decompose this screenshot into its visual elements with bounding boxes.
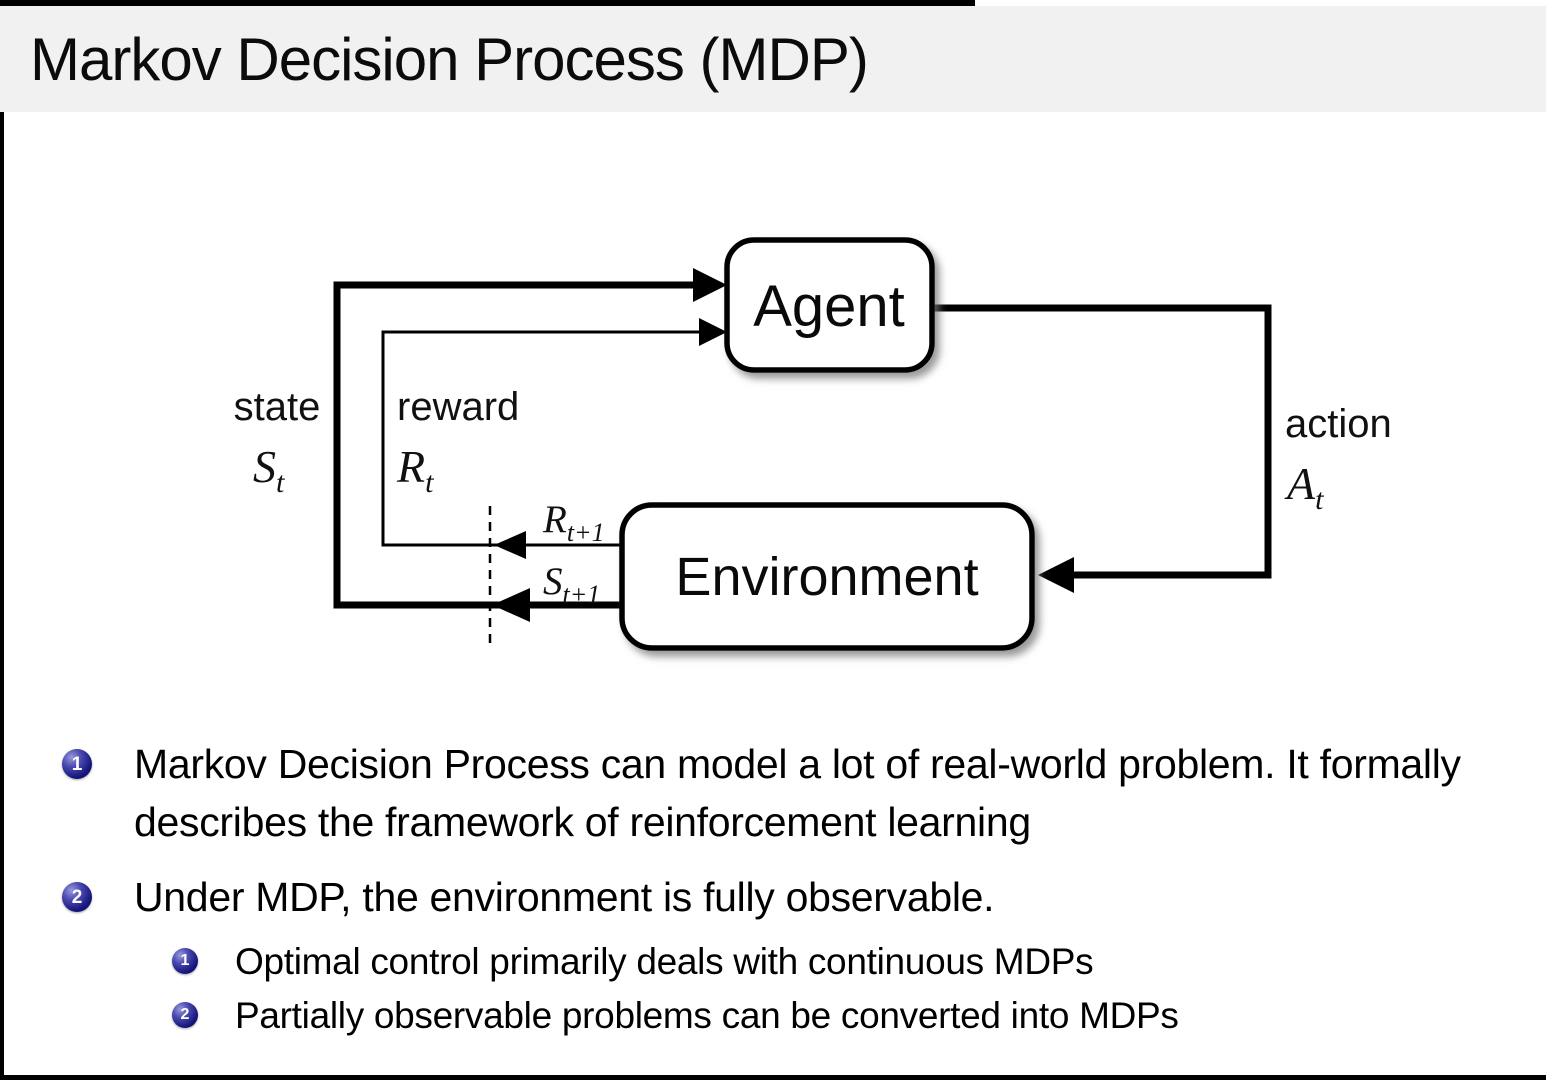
bullet-text-1: Markov Decision Process can model a lot …	[134, 741, 1461, 845]
action-loop-line	[932, 304, 1272, 579]
reward-arrowhead-into-agent-icon	[699, 318, 727, 346]
state-arrowhead-into-agent-icon	[693, 268, 727, 302]
sub-bullet-list: 1 Optimal control primarily deals with c…	[172, 935, 1512, 1043]
reward-symbol: Rt	[396, 441, 434, 499]
list-item: 2 Under MDP, the environment is fully ob…	[62, 868, 1512, 926]
next-reward-arrowhead-icon	[494, 531, 526, 559]
next-state-symbol: St+1	[543, 560, 600, 609]
next-state-arrowhead-icon	[492, 588, 530, 622]
list-item: 1 Markov Decision Process can model a lo…	[62, 735, 1512, 851]
agent-box-label: Agent	[753, 274, 905, 339]
reward-label: reward	[397, 385, 519, 429]
sub-bullet-text-1: Optimal control primarily deals with con…	[235, 941, 1094, 982]
environment-box-label: Environment	[675, 547, 978, 607]
sub-bullet-text-2: Partially observable problems can be con…	[235, 995, 1179, 1036]
bullet-text-2: Under MDP, the environment is fully obse…	[134, 874, 995, 920]
bullet-ball-1: 1	[62, 749, 92, 779]
action-symbol: At	[1284, 458, 1324, 516]
environment-box	[619, 502, 1035, 651]
bullet-ball-2: 2	[62, 882, 92, 912]
sub-bullet-ball-1: 1	[172, 948, 198, 974]
top-black-edge	[0, 0, 975, 6]
page-title: Markov Decision Process (MDP)	[30, 25, 869, 93]
left-black-edge	[0, 0, 4, 1080]
state-label: state	[234, 385, 321, 429]
next-reward-symbol: Rt+1	[542, 498, 605, 547]
bullet-list: 1 Markov Decision Process can model a lo…	[62, 735, 1512, 1043]
state-loop-line	[333, 281, 710, 609]
title-bar: Markov Decision Process (MDP)	[0, 6, 1546, 112]
action-arrowhead-into-environment-icon	[1038, 557, 1074, 593]
sub-bullet-ball-2: 2	[172, 1002, 198, 1028]
list-item: 1 Optimal control primarily deals with c…	[172, 935, 1512, 989]
list-item: 2 Partially observable problems can be c…	[172, 989, 1512, 1043]
action-label: action	[1285, 402, 1392, 446]
bottom-black-edge	[0, 1075, 1546, 1080]
agent-box	[724, 237, 935, 373]
state-symbol: St	[253, 441, 285, 499]
